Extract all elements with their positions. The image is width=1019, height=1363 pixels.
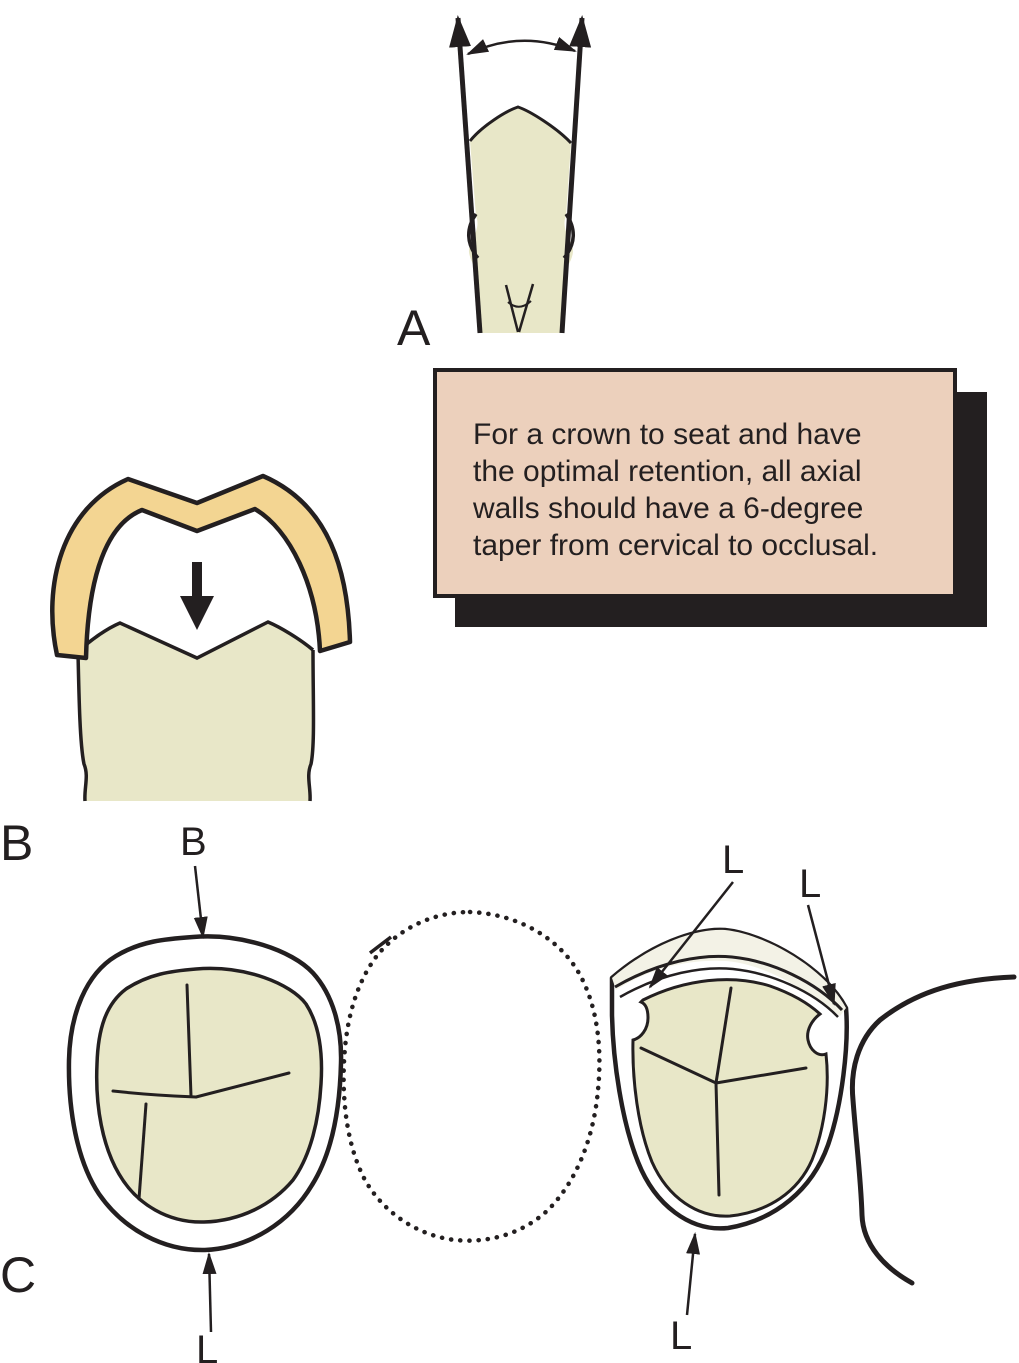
- callout-text-line: taper from cervical to occlusal.: [473, 529, 879, 562]
- lingual-label-bottom-left: L: [196, 1328, 219, 1363]
- lingual-label-top-left: L: [722, 838, 745, 882]
- six-degree-angle-left-line: [504, 284, 520, 333]
- lingual-arrow-bottom-right: [685, 1232, 701, 1316]
- panel-b-crown-seating: [50, 473, 353, 802]
- lingual-bevel-area: [612, 929, 846, 1016]
- buccal-label: B: [180, 820, 207, 864]
- annotation-arrows: [193, 865, 836, 1333]
- prep-tooth-occlusal-outline: [76, 620, 315, 660]
- prep-tooth-cross-section-fill: [78, 622, 314, 801]
- callout-text-line: walls should have a 6-degree: [473, 492, 864, 525]
- callout-text-line: For a crown to seat and have: [473, 418, 862, 451]
- callout-text-line: the optimal retention, all axial: [473, 455, 862, 488]
- molar-prep-outline: [94, 966, 324, 1224]
- lingual-label-bottom-right: L: [670, 1314, 693, 1358]
- crown-cross-section: [50, 473, 353, 661]
- panel-c-label: C: [0, 1247, 37, 1303]
- panel-a-label: A: [397, 300, 431, 356]
- panel-c-occlusal-views: [66, 865, 1017, 1333]
- lingual-arrow-top-left: [648, 881, 734, 989]
- taper-arrow-right: [559, 15, 592, 334]
- adjacent-tooth-curve: [849, 974, 1017, 1286]
- prep-tooth-side-right: [307, 649, 316, 802]
- taper-arrow-left: [449, 15, 483, 334]
- taper-angle-arc: [466, 36, 577, 56]
- lingual-arrow-top-right: [806, 904, 836, 1006]
- six-degree-angle-right-line: [517, 283, 535, 333]
- callout-box: For a crown to seat and have the optimal…: [433, 368, 957, 598]
- prepared-tooth-a-occlusal-outline: [468, 105, 573, 145]
- panel-a-taper-diagram: [449, 15, 592, 334]
- pontic-solid-dash: [368, 935, 393, 955]
- molar-groove-lines: [111, 983, 291, 1201]
- prepared-tooth-a-fill: [468, 107, 574, 333]
- seating-arrow: [180, 562, 214, 630]
- lingual-label-top-right: L: [799, 862, 822, 906]
- panel-b-label: B: [0, 815, 34, 871]
- anterior-prep-outline: [631, 978, 829, 1218]
- six-degree-angle-arc: [507, 300, 532, 308]
- prep-tooth-side-left: [76, 651, 88, 802]
- pontic-dotted-outline: [341, 909, 602, 1243]
- buccal-arrow: [193, 865, 208, 939]
- lingual-arrow-bottom-left: [202, 1252, 217, 1333]
- anterior-groove-lines: [639, 986, 808, 1197]
